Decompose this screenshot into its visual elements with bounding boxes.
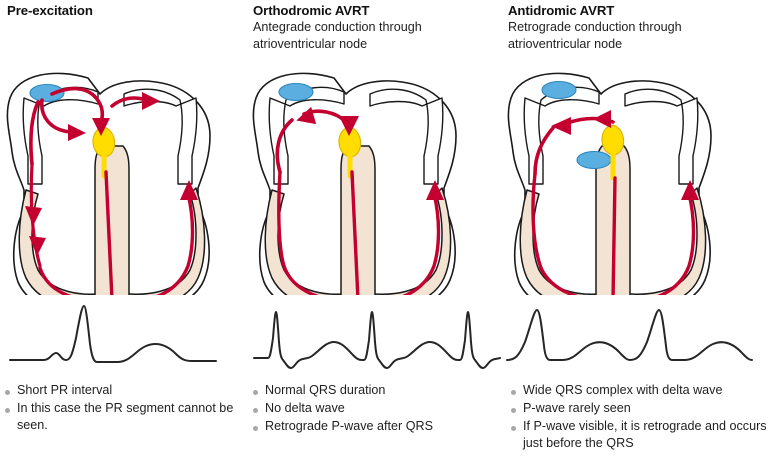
sa-node	[29, 83, 65, 103]
list-item: Normal QRS duration	[253, 382, 515, 399]
bullet-text: Wide QRS complex with delta wave	[523, 383, 723, 397]
bullet-text: Short PR interval	[17, 383, 113, 397]
panel-heading: Antidromic AVRT Retrograde conduction th…	[508, 3, 756, 52]
sa-node	[278, 82, 314, 102]
av-node	[338, 126, 362, 158]
list-item: In this case the PR segment cannot be se…	[5, 400, 267, 434]
list-item: Retrograde P-wave after QRS	[253, 418, 515, 435]
panel-heading: Pre-excitation	[7, 3, 255, 19]
bullet-list-antidromic: Wide QRS complex with delta wave P-wave …	[511, 382, 768, 453]
panel-orthodromic-avrt: Orthodromic AVRT Antegrade conduction th…	[246, 0, 502, 457]
panel-heading: Orthodromic AVRT Antegrade conduction th…	[253, 3, 501, 52]
bullet-dot-icon	[5, 408, 10, 413]
bullet-list-pre-excitation: Short PR interval In this case the PR se…	[5, 382, 267, 435]
list-item: If P-wave visible, it is retrograde and …	[511, 418, 768, 452]
list-item: Wide QRS complex with delta wave	[511, 382, 768, 399]
panel-title: Orthodromic AVRT	[253, 3, 370, 18]
bullet-dot-icon	[511, 390, 516, 395]
panel-title: Pre-excitation	[7, 3, 93, 18]
bullet-text: If P-wave visible, it is retrograde and …	[523, 419, 767, 450]
av-node	[601, 124, 625, 156]
av-node	[92, 126, 116, 158]
ecg-trace-pre-excitation	[0, 298, 256, 372]
bullet-dot-icon	[511, 408, 516, 413]
panel-subtitle-line-1: Retrograde conduction through	[508, 20, 682, 34]
bullet-dot-icon	[253, 426, 258, 431]
ecg-trace-orthodromic	[246, 298, 502, 372]
bullet-text: P-wave rarely seen	[523, 401, 631, 415]
secondary-node	[576, 150, 612, 170]
bullet-text: No delta wave	[265, 401, 345, 415]
bullet-dot-icon	[253, 390, 258, 395]
list-item: No delta wave	[253, 400, 515, 417]
list-item: Short PR interval	[5, 382, 267, 399]
list-item: P-wave rarely seen	[511, 400, 768, 417]
bullet-dot-icon	[5, 390, 10, 395]
bullet-text: In this case the PR segment cannot be se…	[17, 401, 234, 432]
heart-diagram-pre-excitation	[0, 60, 256, 295]
panel-subtitle-line-1: Antegrade conduction through	[253, 20, 422, 34]
bullet-text: Retrograde P-wave after QRS	[265, 419, 433, 433]
bullet-text: Normal QRS duration	[265, 383, 386, 397]
bullet-dot-icon	[511, 426, 516, 431]
ecg-trace-antidromic	[501, 298, 757, 372]
heart-diagram-orthodromic	[246, 60, 502, 295]
bullet-dot-icon	[253, 408, 258, 413]
panel-antidromic-avrt: Antidromic AVRT Retrograde conduction th…	[501, 0, 767, 457]
panel-pre-excitation: Pre-excitation	[0, 0, 256, 457]
panel-subtitle-line-2: atrioventricular node	[253, 36, 368, 51]
panel-title: Antidromic AVRT	[508, 3, 615, 18]
panel-subtitle-line-2: atrioventricular node	[508, 36, 623, 51]
bullet-list-orthodromic: Normal QRS duration No delta wave Retrog…	[253, 382, 515, 436]
heart-diagram-antidromic	[501, 60, 757, 295]
sa-node	[541, 80, 577, 100]
